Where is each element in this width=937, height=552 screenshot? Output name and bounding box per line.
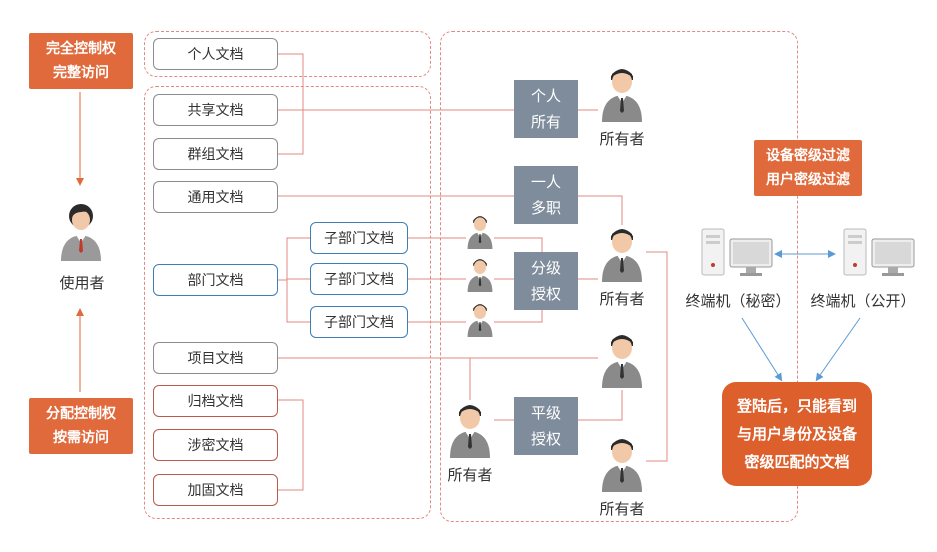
peer-auth-role: 平级 授权 [514,397,578,455]
group-doc: 群组文档 [153,138,278,170]
member-icon-2 [466,256,494,296]
department-doc: 部门文档 [153,264,278,296]
personal-doc: 个人文档 [153,38,278,70]
hardened-doc: 加固文档 [153,474,278,506]
owner-label-4: 所有者 [447,466,493,484]
general-doc: 通用文档 [153,181,278,213]
sub-department-doc-2: 子部门文档 [310,263,408,295]
owner-icon-3 [600,330,644,392]
terminal-secret-icon [700,227,776,283]
result-box: 登陆后，只能看到 与用户身份及设备 密级匹配的文档 [722,382,872,486]
shared-docs-region [144,86,431,519]
owner-icon-4 [448,400,492,462]
graded-auth-role: 分级 授权 [514,252,578,310]
owners-region [440,31,798,522]
one-person-multi-role: 一人 多职 [514,166,578,224]
full-control-badge: 完全控制权 完整访问 [29,33,133,89]
terminal-public-icon [842,227,918,283]
shared-doc: 共享文档 [153,94,278,126]
user-female-icon [58,203,104,267]
archive-doc: 归档文档 [153,385,278,417]
personal-owner-role: 个人 所有 [514,80,578,138]
personal-docs-region [144,31,431,77]
user-label: 使用者 [59,274,105,292]
terminal-secret-label: 终端机（秘密） [685,292,791,310]
owner-label-1: 所有者 [599,130,645,148]
project-doc: 项目文档 [153,342,278,374]
member-icon-1 [466,213,494,253]
owner-icon-5 [600,434,644,496]
sub-department-doc-3: 子部门文档 [310,306,408,338]
sub-department-doc-1: 子部门文档 [310,222,408,254]
security-filter-badge: 设备密级过滤 用户密级过滤 [754,140,862,196]
assign-control-badge: 分配控制权 按需访问 [29,398,133,454]
member-icon-3 [466,301,494,341]
classified-doc: 涉密文档 [153,429,278,461]
owner-icon-2 [600,224,644,286]
owner-label-5: 所有者 [599,500,645,518]
terminal-public-label: 终端机（公开） [810,292,916,310]
owner-icon-1 [600,64,644,126]
owner-label-2: 所有者 [599,290,645,308]
